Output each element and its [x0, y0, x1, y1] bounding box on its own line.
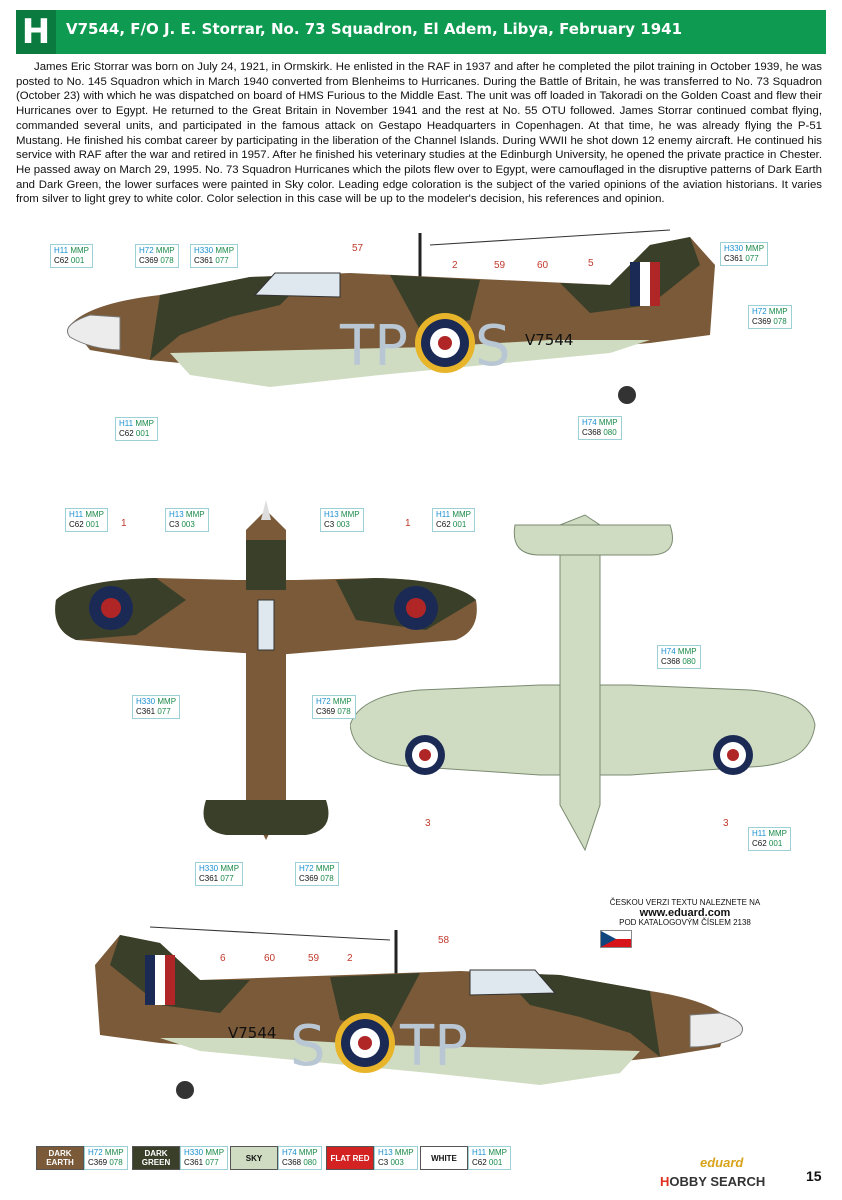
- decal-number: 2: [452, 260, 458, 271]
- decal-number: 3: [425, 818, 431, 829]
- decal-number: 6: [220, 953, 226, 964]
- hobby-search-watermark: HOBBY SEARCH: [660, 1174, 766, 1189]
- decal-number: 2: [347, 953, 353, 964]
- decal-number: 1: [121, 518, 127, 529]
- czech-flag-icon: [600, 930, 632, 948]
- decal-number: 60: [264, 953, 276, 964]
- code-right: S: [475, 314, 511, 379]
- decal-number: 60: [537, 260, 549, 271]
- code-right-side-left: S: [290, 1014, 326, 1079]
- decal-number: 57: [352, 243, 364, 254]
- eduard-link[interactable]: www.eduard.com: [639, 907, 731, 919]
- swatch-sky: SKY: [230, 1146, 278, 1170]
- decal-number: 59: [308, 953, 320, 964]
- left-profile-illustration: TP S V7544: [67, 229, 715, 404]
- code-right-side-right: TP: [399, 1014, 468, 1079]
- swatch-flat-red: FLAT RED: [326, 1146, 374, 1170]
- czech-note: ČESKOU VERZI TEXTU NALEZNETE NA www.edua…: [600, 898, 770, 928]
- bottom-view-illustration: [350, 514, 816, 852]
- section-header: H V7544, F/O J. E. Storrar, No. 73 Squad…: [16, 10, 826, 54]
- page-number: 15: [806, 1168, 822, 1184]
- section-letter: H: [16, 10, 56, 54]
- swatch-dark-earth: DARK EARTH: [36, 1146, 84, 1170]
- decal-number: 59: [494, 260, 506, 271]
- bio-text: James Eric Storrar was born on July 24, …: [16, 61, 822, 206]
- right-profile-illustration: S TP V7544: [95, 926, 743, 1099]
- eduard-logo: eduard: [700, 1155, 744, 1170]
- swatch-white: WHITE: [420, 1146, 468, 1170]
- swatch-dark-green: DARK GREEN: [132, 1146, 180, 1170]
- decal-number: 3: [723, 818, 729, 829]
- top-view-illustration: [55, 500, 477, 840]
- decal-number: 1: [405, 518, 411, 529]
- serial-right: V7544: [228, 1024, 276, 1042]
- decal-number: 5: [588, 258, 594, 269]
- serial-left: V7544: [525, 331, 573, 349]
- page-title: V7544, F/O J. E. Storrar, No. 73 Squadro…: [66, 20, 683, 38]
- decal-number: 58: [438, 935, 450, 946]
- code-left: TP: [339, 314, 408, 379]
